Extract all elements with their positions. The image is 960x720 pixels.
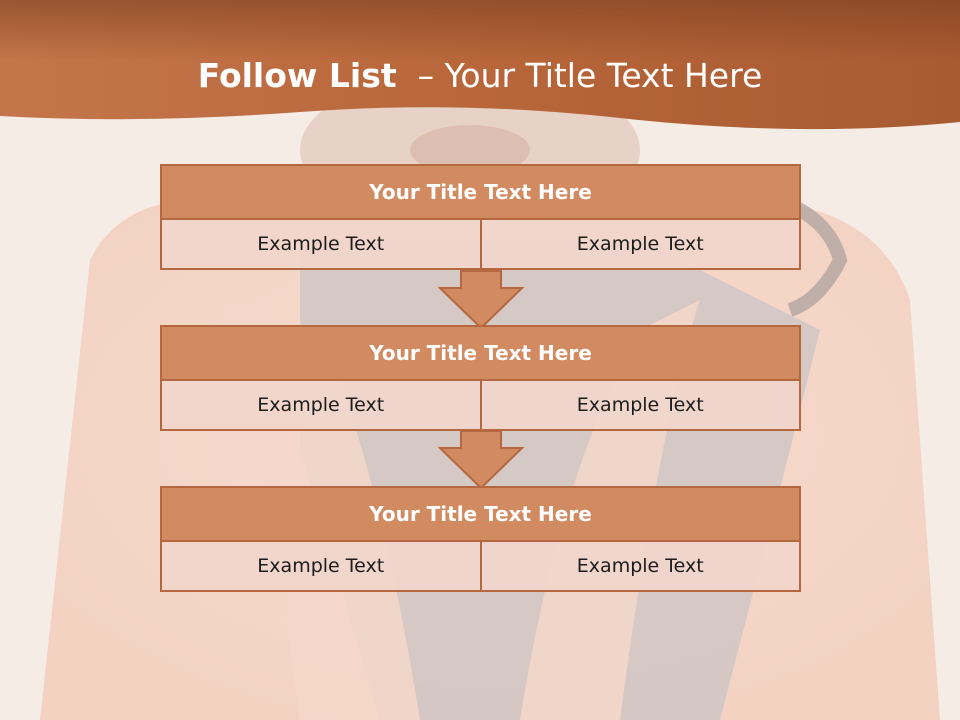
list-block-3: Your Title Text Here Example Text Exampl… — [160, 486, 801, 592]
block-cell-right[interactable]: Example Text — [481, 542, 801, 592]
block-cell-left[interactable]: Example Text — [160, 542, 482, 592]
block-title[interactable]: Your Title Text Here — [160, 325, 801, 381]
slide-title: Follow List – Your Title Text Here — [0, 56, 960, 95]
block-cell-left[interactable]: Example Text — [160, 381, 482, 431]
list-block-1: Your Title Text Here Example Text Exampl… — [160, 164, 801, 270]
list-block-2: Your Title Text Here Example Text Exampl… — [160, 325, 801, 431]
block-cell-right[interactable]: Example Text — [481, 220, 801, 270]
block-row: Example Text Example Text — [160, 381, 801, 431]
slide-title-rest: – Your Title Text Here — [417, 56, 763, 95]
block-row: Example Text Example Text — [160, 542, 801, 592]
block-row: Example Text Example Text — [160, 220, 801, 270]
down-arrow-icon — [438, 430, 524, 490]
slide-title-bold: Follow List — [197, 56, 397, 95]
block-cell-right[interactable]: Example Text — [481, 381, 801, 431]
block-cell-left[interactable]: Example Text — [160, 220, 482, 270]
block-title[interactable]: Your Title Text Here — [160, 486, 801, 542]
title-banner — [0, 0, 960, 130]
block-title[interactable]: Your Title Text Here — [160, 164, 801, 220]
down-arrow-icon — [438, 270, 524, 330]
